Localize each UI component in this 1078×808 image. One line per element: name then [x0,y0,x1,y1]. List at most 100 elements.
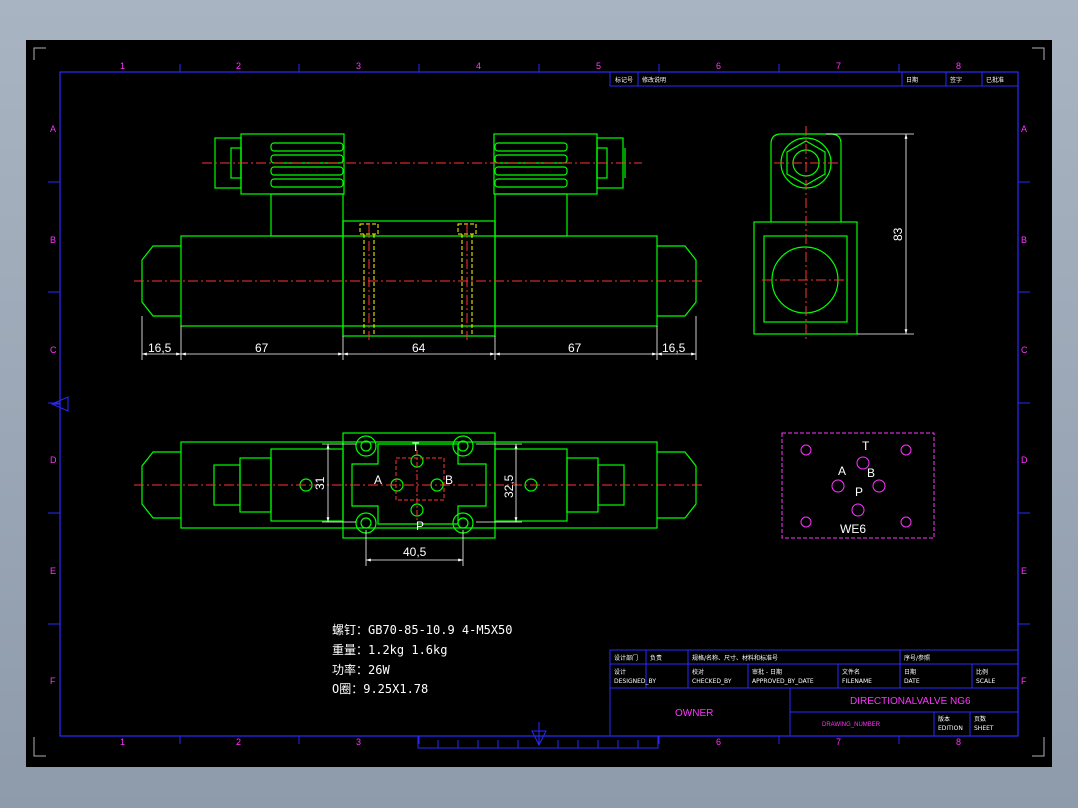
dim-right-cap: 16,5 [662,341,686,355]
grid-row-f-right: F [1021,676,1027,686]
bottom-port-labels: T A B P [374,440,453,533]
side-dimension-lines [826,133,914,335]
tb-header-ref: 序号/参照 [904,654,930,662]
dim-left-body: 67 [255,341,269,355]
cad-drawing: 1 2 3 4 5 6 7 8 1 2 3 6 7 8 A B C D E F … [33,47,1045,757]
tb-header-spec: 规格/名称、尺寸、材料和标准号 [692,654,778,662]
grid-row-e-right: E [1021,566,1027,576]
corner-marks [33,47,1045,757]
left-solenoid-neck [270,193,344,237]
rev-col-description: 修改说明 [642,76,666,84]
grid-row-b-right: B [1021,235,1027,245]
notes: 螺钉：GB70-85-10.9 4-M5X50 重量：1.2kg 1.6kg 功… [332,623,513,696]
tb-approved: 审批 - 日期 [752,668,782,676]
border-frame [59,71,1019,737]
grid-row-f: F [50,676,56,686]
interface-outline [781,432,935,539]
front-centerlines [134,162,704,340]
tb-scale: 比例 [976,668,988,676]
grid-col-1: 1 [120,61,125,71]
side-centerlines [762,126,848,340]
front-dimension-lines [141,316,697,360]
tb-date-value: DATE [904,678,920,685]
tb-edition-value: EDITION [938,725,963,732]
interface-label-p: P [855,485,863,499]
grid-labels-bottom: 1 2 3 6 7 8 [120,737,961,747]
center-block [342,220,496,337]
tb-checked-by: CHECKED_BY [692,678,732,685]
tb-header-responsible: 负责 [650,654,662,662]
grid-row-b: B [50,235,56,245]
dim-bottom-width: 40,5 [403,545,427,559]
tb-owner: OWNER [675,708,713,719]
interface-labels: T A B P WE6 [838,439,875,536]
label-port-t: T [412,440,420,454]
label-port-a: A [374,473,382,487]
interface-label-name: WE6 [840,522,866,536]
tb-header-dept: 设计部门 [614,654,638,662]
grid-row-a: A [50,124,56,134]
dim-side-height: 83 [891,227,905,241]
rev-col-approved: 已批准 [986,76,1004,84]
tb-scale-value: SCALE [976,678,995,685]
grid-labels-top: 1 2 3 4 5 6 7 8 [120,61,961,71]
grid-col-4: 4 [476,61,481,71]
interface-label-b: B [867,466,875,480]
grid-row-c-right: C [1021,345,1028,355]
grid-ticks [48,64,1030,744]
grid-row-a-right: A [1021,124,1027,134]
grid-col-2-bottom: 2 [236,737,241,747]
front-hidden-bolts [359,223,477,336]
interface-label-a: A [838,464,846,478]
rev-col-date: 日期 [906,76,918,84]
tb-designed: 设计 [614,668,626,676]
title-block [609,649,1019,737]
grid-col-7: 7 [836,61,841,71]
interface-view [781,432,935,539]
dim-left-cap: 16,5 [148,341,172,355]
tb-filename-value: FILENAME [842,678,872,685]
revision-block [609,71,1019,87]
label-port-b: B [445,473,453,487]
grid-col-6-bottom: 6 [716,737,721,747]
grid-row-e: E [50,566,56,576]
rev-col-sign: 签字 [950,76,962,84]
bottom-centerlines [134,450,704,520]
interface-label-t: T [862,439,870,453]
tb-checked: 校对 [692,668,704,676]
grid-col-6: 6 [716,61,721,71]
front-view [141,133,697,337]
note-screw: 螺钉：GB70-85-10.9 4-M5X50 [332,623,513,637]
dim-center: 64 [412,341,426,355]
centering-marks [50,396,659,749]
grid-col-2: 2 [236,61,241,71]
grid-col-8: 8 [956,61,961,71]
grid-col-1-bottom: 1 [120,737,125,747]
grid-col-7-bottom: 7 [836,737,841,747]
grid-col-3: 3 [356,61,361,71]
label-port-p: P [416,519,424,533]
right-solenoid-neck [494,193,568,237]
note-oring: O圈：9.25X1.78 [332,682,428,696]
dim-right-body: 67 [568,341,582,355]
tb-sheet-value: SHEET [974,725,994,732]
tb-approved-by: APPROVED_BY_DATE [752,678,814,685]
tb-title: DIRECTIONALVALVE NG6 [850,696,971,707]
dim-bottom-height-left: 31 [313,476,327,490]
grid-col-8-bottom: 8 [956,737,961,747]
note-power: 功率：26W [332,662,390,677]
port-pattern-outline [351,443,487,525]
grid-row-d: D [50,455,57,465]
drawing-sheet: 1 2 3 4 5 6 7 8 1 2 3 6 7 8 A B C D E F … [26,40,1052,767]
bottom-dimension-lines [322,443,522,566]
rev-col-mark: 标记号 [615,76,633,84]
dim-bottom-height-right: 32,5 [502,474,516,498]
tb-drawing-number: DRAWING_NUMBER [822,722,881,728]
tb-designed-by: DESIGNED_BY [614,678,656,685]
tb-filename: 文件名 [842,668,860,676]
grid-col-5: 5 [596,61,601,71]
grid-col-3-bottom: 3 [356,737,361,747]
grid-labels-sides: A B C D E F A B C D E F [50,124,1028,686]
tb-date: 日期 [904,668,916,676]
grid-row-c: C [50,345,57,355]
